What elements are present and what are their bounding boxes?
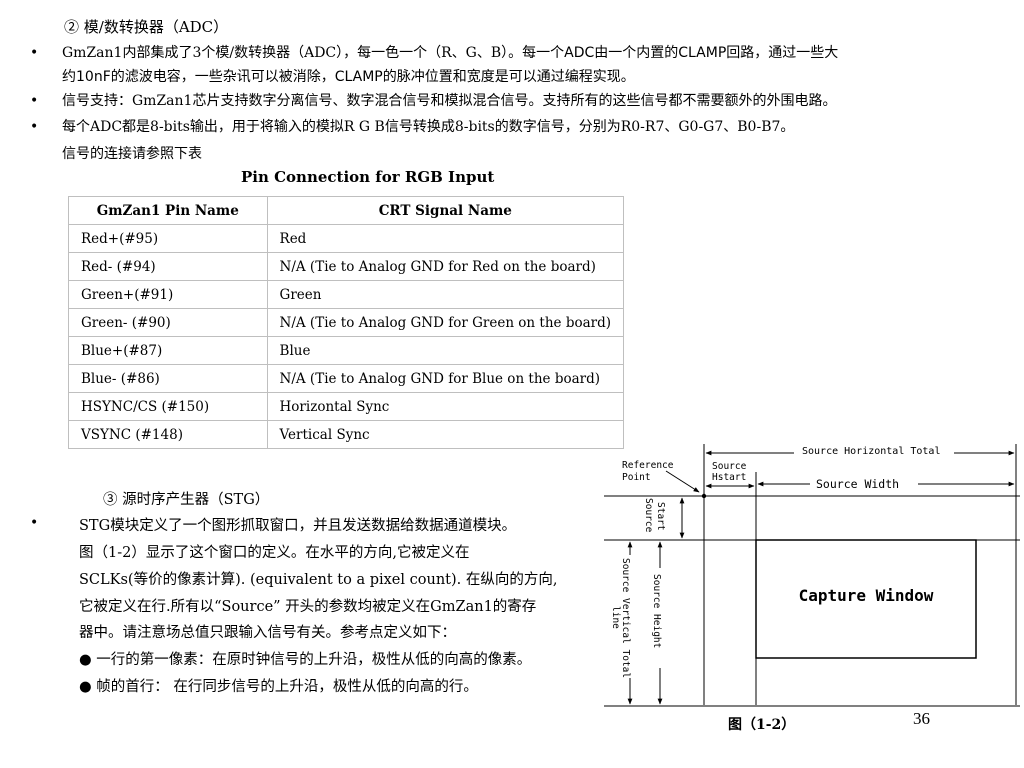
table-row: Red+(#95)Red [68,224,625,253]
table-row: VSYNC (#148)Vertical Sync [68,420,625,449]
reference-point-label-2: Point [622,472,651,483]
adc-bullet-3-text: 每个ADC都是8-bits输出，用于将输入的模拟R G B信号转换成8-bits… [62,119,795,135]
table-reference-note: 信号的连接请参照下表 [62,146,202,162]
adc-bullet-3: • 每个ADC都是8-bits输出，用于将输入的模拟R G B信号转换成8-bi… [30,116,1010,138]
bullet-marker: • [30,515,39,531]
stg-bullet-line: ● 帧的首行： 在行同步信号的上升沿，极性从低的向高的行。 [79,679,478,695]
reference-point-arrow [665,470,700,493]
signal-name-cell: N/A (Tie to Analog GND for Red on the bo… [266,252,625,281]
source-vertical-total-label-1: Source Vertical Total [620,558,631,678]
pin-connection-table: GmZan1 Pin Name CRT Signal Name Red+(#95… [68,196,625,449]
reference-point-label-1: Reference [622,460,674,471]
source-hstart-label-2: Hstart [712,472,746,483]
adc-bullet-2-text: 信号支持：GmZan1芯片支持数字分离信号、数字混合信号和模拟混合信号。支持所有… [62,93,837,109]
source-horizontal-total-label: Source Horizontal Total [802,446,940,457]
signal-name-cell: N/A (Tie to Analog GND for Green on the … [266,308,625,337]
bullet-marker: • [30,45,39,61]
stg-text-line: 器中。请注意场总值只跟输入信号有关。参考点定义如下： [79,625,456,641]
table-row: Green+(#91)Green [68,280,625,309]
pin-name-cell: Red+(#95) [68,224,268,253]
signal-name-cell: Horizontal Sync [266,392,625,421]
capture-window-box [755,539,977,659]
pin-name-cell: Green- (#90) [68,308,268,337]
signal-name-cell: Blue [266,336,625,365]
stg-text-line: SCLKs(等价的像素计算). (equivalent to a pixel c… [79,572,558,588]
bullet-marker: • [30,93,39,109]
pin-table-title: Pin Connection for RGB Input [241,168,495,186]
signal-name-cell: N/A (Tie to Analog GND for Blue on the b… [266,364,625,393]
pin-name-cell: Green+(#91) [68,280,268,309]
adc-bullet-2: • 信号支持：GmZan1芯片支持数字分离信号、数字混合信号和模拟混合信号。支持… [30,90,1010,112]
stg-bullet-line: ● 一行的第一像素：在原时钟信号的上升沿，极性从低的向高的像素。 [79,652,532,668]
pin-name-cell: Blue+(#87) [68,336,268,365]
page-number: 36 [913,709,930,728]
adc-bullet-1-line-1: GmZan1内部集成了3个模/数转换器（ADC），每一色一个（R、G、B）。每一… [62,45,839,61]
reference-point-dot [701,493,707,499]
source-start-label-1: Source [643,498,654,533]
pin-name-cell: VSYNC (#148) [68,420,268,449]
table-row: Blue+(#87)Blue [68,336,625,365]
column-header-pin-name: GmZan1 Pin Name [68,196,268,225]
table-row: Red- (#94)N/A (Tie to Analog GND for Red… [68,252,625,281]
stg-text-line: 它被定义在行.所有以“Source” 开头的参数均被定义在GmZan1的寄存 [79,599,537,615]
source-vertical-total-label-2: line [610,606,621,629]
capture-window-diagram: Source Horizontal Total Reference Point … [604,444,1020,707]
column-header-crt-signal: CRT Signal Name [266,196,625,225]
signal-name-cell: Vertical Sync [266,420,625,449]
signal-name-cell: Red [266,224,625,253]
source-hstart-label-1: Source [712,461,747,472]
pin-name-cell: Red- (#94) [68,252,268,281]
capture-window-label: Capture Window [799,586,934,605]
stg-heading: ③ 源时序产生器（STG） [103,492,270,508]
signal-name-cell: Green [266,280,625,309]
adc-heading: ② 模/数转换器（ADC） [64,18,229,36]
table-row: Blue- (#86)N/A (Tie to Analog GND for Bl… [68,364,625,393]
pin-name-cell: HSYNC/CS (#150) [68,392,268,421]
pin-name-cell: Blue- (#86) [68,364,268,393]
source-start-label-2: Start [655,502,666,531]
table-row: Green- (#90)N/A (Tie to Analog GND for G… [68,308,625,337]
bullet-marker: • [30,119,39,135]
stg-text-line: 图（1-2）显示了这个窗口的定义。在水平的方向,它被定义在 [79,545,470,561]
adc-bullet-1: • GmZan1内部集成了3个模/数转换器（ADC），每一色一个（R、G、B）。… [30,42,1010,86]
source-width-label: Source Width [816,477,899,491]
source-height-label: Source Height [651,574,662,648]
stg-text-line: STG模块定义了一个图形抓取窗口，并且发送数据给数据通道模块。 [79,518,517,534]
table-row: HSYNC/CS (#150)Horizontal Sync [68,392,625,421]
table-header-row: GmZan1 Pin Name CRT Signal Name [68,196,625,225]
adc-bullet-1-line-2: 约10nF的滤波电容，一些杂讯可以被消除，CLAMP的脉冲位置和宽度是可以通过编… [62,69,635,85]
figure-caption: 图（1-2） [728,717,796,733]
